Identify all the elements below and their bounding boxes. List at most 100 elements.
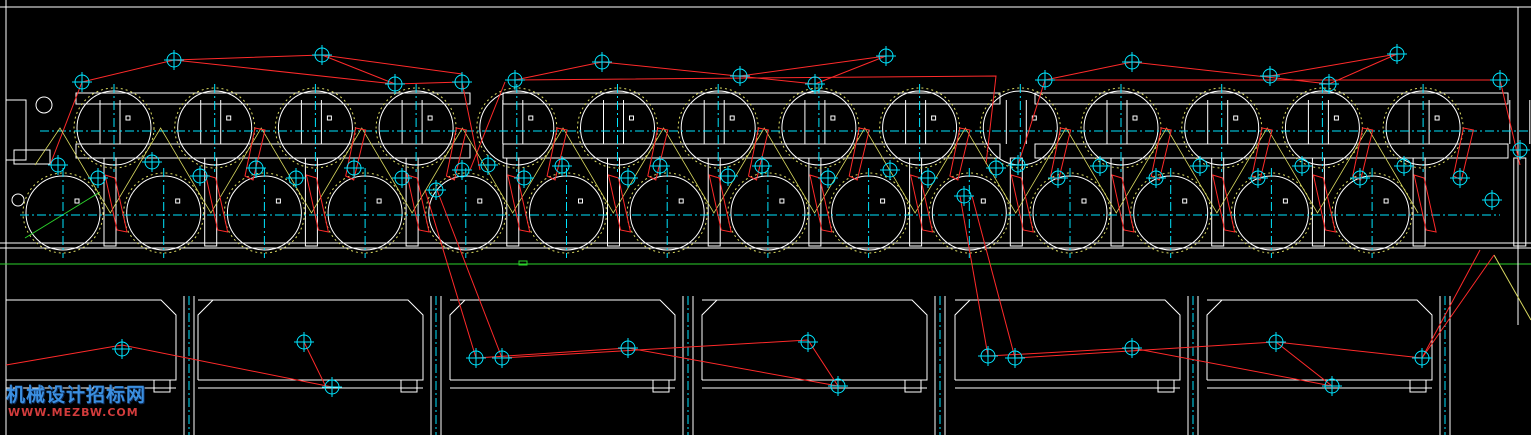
mid-rail-3 [1034, 143, 1509, 159]
lower-roll-hint [1029, 172, 1111, 254]
scraper-blade-upper [1150, 127, 1172, 181]
bay-outline [954, 299, 1181, 381]
guide-roll-markers [48, 44, 1530, 397]
roll-marker [175, 198, 181, 204]
roll-marker [629, 115, 634, 121]
bay-foot [153, 379, 171, 393]
roll-marker [226, 115, 232, 121]
roll-marker [1233, 115, 1239, 121]
scraper-blade-upper [1251, 127, 1273, 181]
roll-marker [1031, 115, 1037, 121]
belt-run [1499, 79, 1521, 166]
belt-run [1275, 341, 1333, 387]
ground-marker [518, 260, 528, 266]
scraper-blade-upper [848, 127, 870, 181]
felt-zigzag [34, 127, 1419, 214]
bay-outline [701, 299, 928, 381]
bay-foot [652, 379, 670, 393]
scraper-blade [104, 174, 128, 233]
scraper-blade [507, 174, 531, 233]
bay-foot [1157, 379, 1175, 393]
roll-marker [1383, 198, 1389, 204]
roll-marker [1434, 115, 1440, 121]
lower-roll-hint [526, 172, 607, 254]
roll-marker [275, 198, 281, 204]
scraper-blade [607, 174, 632, 233]
roll-marker [1333, 115, 1339, 121]
scraper-blade-upper [244, 127, 266, 181]
scraper-blade-upper [747, 127, 770, 181]
scraper-blade-upper [345, 127, 367, 181]
bay-foot [400, 379, 418, 393]
bay-outline [197, 299, 424, 381]
lower-roll-hint [928, 172, 1010, 254]
watermark-logo: 机械设计招标网 WWW.MEZBW.COM [6, 384, 156, 420]
lower-roll-hint [22, 172, 104, 254]
support-column [405, 157, 419, 247]
belt-run [739, 55, 887, 77]
scraper-blade [1212, 174, 1236, 233]
belt-run [1044, 53, 1398, 85]
roll-marker [779, 198, 785, 204]
belt-run [1421, 254, 1495, 359]
scraper-blade [305, 174, 330, 233]
lower-roll-hint [123, 172, 205, 254]
belt-run [436, 189, 503, 359]
belt-run [514, 55, 887, 85]
support-bays [6, 296, 1451, 435]
drive-bearing [11, 193, 25, 207]
scraper-blade [406, 174, 430, 233]
scraper-blade [1111, 174, 1135, 233]
belt-run [461, 81, 481, 171]
roll-marker [1081, 198, 1087, 204]
roll-marker [74, 198, 80, 204]
scraper-blade-upper [546, 127, 568, 181]
roll-marker [729, 115, 735, 121]
roll-marker [376, 198, 382, 204]
scraper-blade [205, 174, 229, 233]
watermark-url: WWW.MEZBW.COM [8, 406, 139, 419]
drive-base [13, 149, 51, 165]
roll-marker [980, 198, 986, 204]
belt-run [469, 81, 506, 171]
belt-run [511, 75, 997, 165]
belt-run [81, 59, 463, 85]
mid-rail-1 [75, 143, 471, 159]
scraper-blade [1413, 174, 1437, 233]
roll-marker [1132, 115, 1138, 121]
roll-marker [528, 115, 534, 121]
watermark-title: 机械设计招标网 [6, 384, 147, 406]
roll-marker [1282, 198, 1288, 204]
belt-run [959, 195, 989, 357]
belt-run [1269, 53, 1398, 77]
roll-marker [427, 115, 433, 121]
upper-roll-hint [73, 87, 155, 169]
top-rail-3 [1034, 92, 1509, 105]
scraper-blade [708, 174, 732, 233]
lower-roll-hint [425, 172, 507, 254]
drive-housing [5, 99, 27, 161]
felt-belt-lines [5, 53, 1521, 388]
scraper-blade [809, 174, 833, 233]
roll-marker [125, 115, 131, 121]
scraper-blade-upper [647, 127, 669, 181]
lower-roll-hint [1331, 172, 1413, 254]
lower-roll-hint [1130, 172, 1212, 254]
belt-run [971, 195, 1016, 359]
support-column [1412, 157, 1426, 247]
drive-wheel [35, 96, 53, 114]
scraper-blade-upper [949, 127, 971, 181]
bay-outline [1206, 299, 1433, 381]
roll-marker [880, 198, 886, 204]
scraper-blade [1010, 174, 1034, 233]
belt-run [1017, 79, 1046, 166]
belt-run [424, 189, 477, 359]
scraper-blade-upper [1452, 127, 1475, 181]
lower-roll-hint [223, 172, 305, 254]
roll-marker [1182, 198, 1188, 204]
frame-right-diagonal [1493, 254, 1531, 321]
roll-marker [477, 198, 483, 204]
lower-roll-hint [1230, 172, 1312, 254]
